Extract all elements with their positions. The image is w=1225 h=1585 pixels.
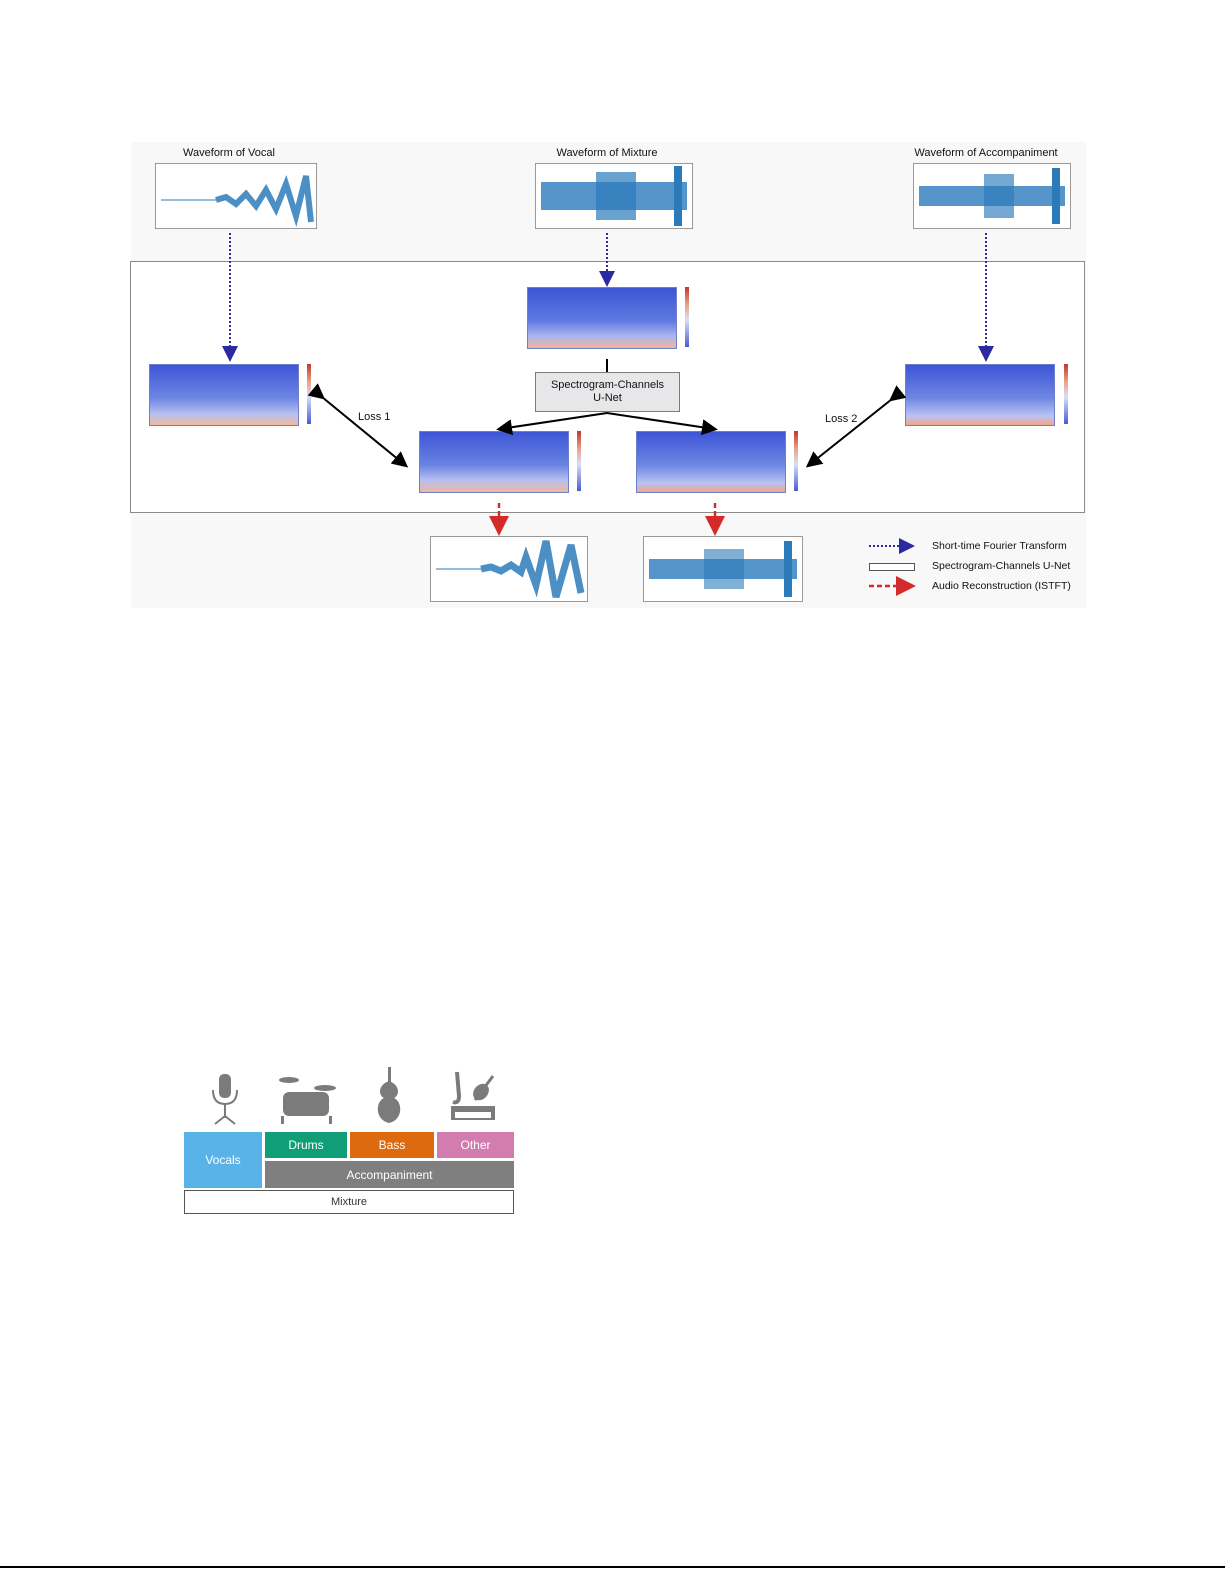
loss2-arrow <box>809 399 892 465</box>
accompaniment-block: Accompaniment <box>265 1161 514 1188</box>
double-bass-icon <box>372 1065 406 1125</box>
loss1-arrow <box>322 397 405 465</box>
bass-block: Bass <box>350 1132 434 1158</box>
unet-to-accompaniment-arrow <box>607 413 714 429</box>
legend-unet-swatch <box>869 563 915 571</box>
unet-to-vocal-arrow <box>500 413 607 429</box>
page-bottom-rule <box>0 1566 1225 1568</box>
saxophone-violin-keyboard-icon <box>447 1070 499 1124</box>
microphone-icon <box>205 1072 245 1126</box>
drum-kit-icon <box>277 1072 337 1124</box>
mixture-block: Mixture <box>184 1190 514 1214</box>
vocals-block: Vocals <box>184 1132 262 1188</box>
drums-block: Drums <box>265 1132 347 1158</box>
legend-unet-label: Spectrogram-Channels U-Net <box>932 560 1070 572</box>
other-block: Other <box>437 1132 514 1158</box>
legend-istft-label: Audio Reconstruction (ISTFT) <box>932 580 1071 592</box>
diagram-arrows <box>0 0 1225 620</box>
legend-stft-label: Short-time Fourier Transform <box>932 540 1067 552</box>
